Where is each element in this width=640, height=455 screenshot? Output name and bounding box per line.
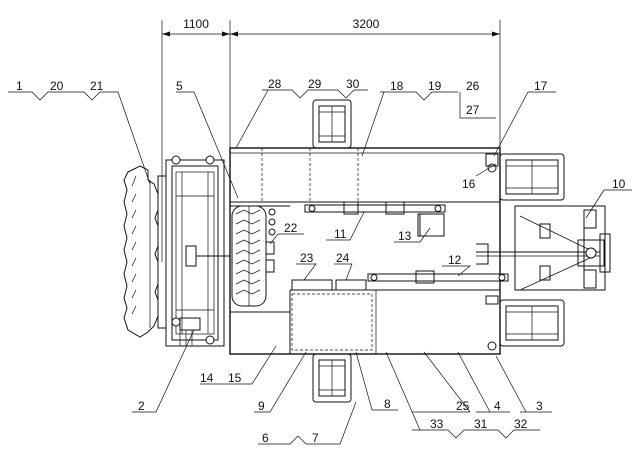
callout-30: 30 [346,77,360,91]
dimension-3200-label: 3200 [353,17,380,31]
beam-12 [367,270,509,284]
callout-17: 17 [534,79,548,93]
callout-4: 4 [494,399,501,413]
callout-3: 3 [536,399,543,413]
callout-6: 6 [262,431,269,445]
drawbar-assembly [476,205,611,291]
callout-11: 11 [334,227,347,241]
callout-28: 28 [268,77,282,91]
callout-7: 7 [312,431,319,445]
beam-11 [304,201,446,215]
callout-22: 22 [284,221,298,235]
callout-26: 26 [466,79,480,93]
callout-1: 1 [16,79,23,93]
callout-19: 19 [428,79,442,93]
dimension-1100-label: 1100 [183,17,209,31]
callout-23: 23 [300,251,314,265]
callout-5: 5 [176,79,183,93]
unit-13 [417,213,445,237]
callout-29: 29 [308,77,322,91]
rear-upper-wheel [499,153,565,201]
callout-13: 13 [398,229,412,243]
callout-31: 31 [474,417,488,431]
callout-24: 24 [336,251,350,265]
callout-10: 10 [612,177,626,191]
callout-labels: 1 20 21 5 28 29 30 18 19 26 27 17 16 10 … [16,77,626,445]
callout-15: 15 [228,371,242,385]
dimension-lines: 1100 3200 [161,17,501,262]
lower-wheel [312,353,352,403]
upper-wheel [312,99,352,149]
callout-18: 18 [390,79,404,93]
callout-32: 32 [514,417,528,431]
callout-9: 9 [258,399,265,413]
radiator-housing [123,165,167,338]
rear-lower-wheel [499,299,565,347]
callout-27: 27 [466,103,480,117]
leader-lines [8,89,632,445]
callout-33: 33 [430,417,444,431]
callout-25: 25 [456,399,470,413]
callout-16: 16 [462,177,476,191]
components-23-24 [291,279,367,291]
callout-8: 8 [384,397,391,411]
callout-14: 14 [200,371,214,385]
callout-21: 21 [90,79,104,93]
callout-12: 12 [448,253,462,267]
fan-assembly [165,155,230,347]
callout-20: 20 [50,79,64,93]
vehicle-body [229,147,501,355]
callout-2: 2 [138,399,145,413]
spare-tire [231,205,276,307]
